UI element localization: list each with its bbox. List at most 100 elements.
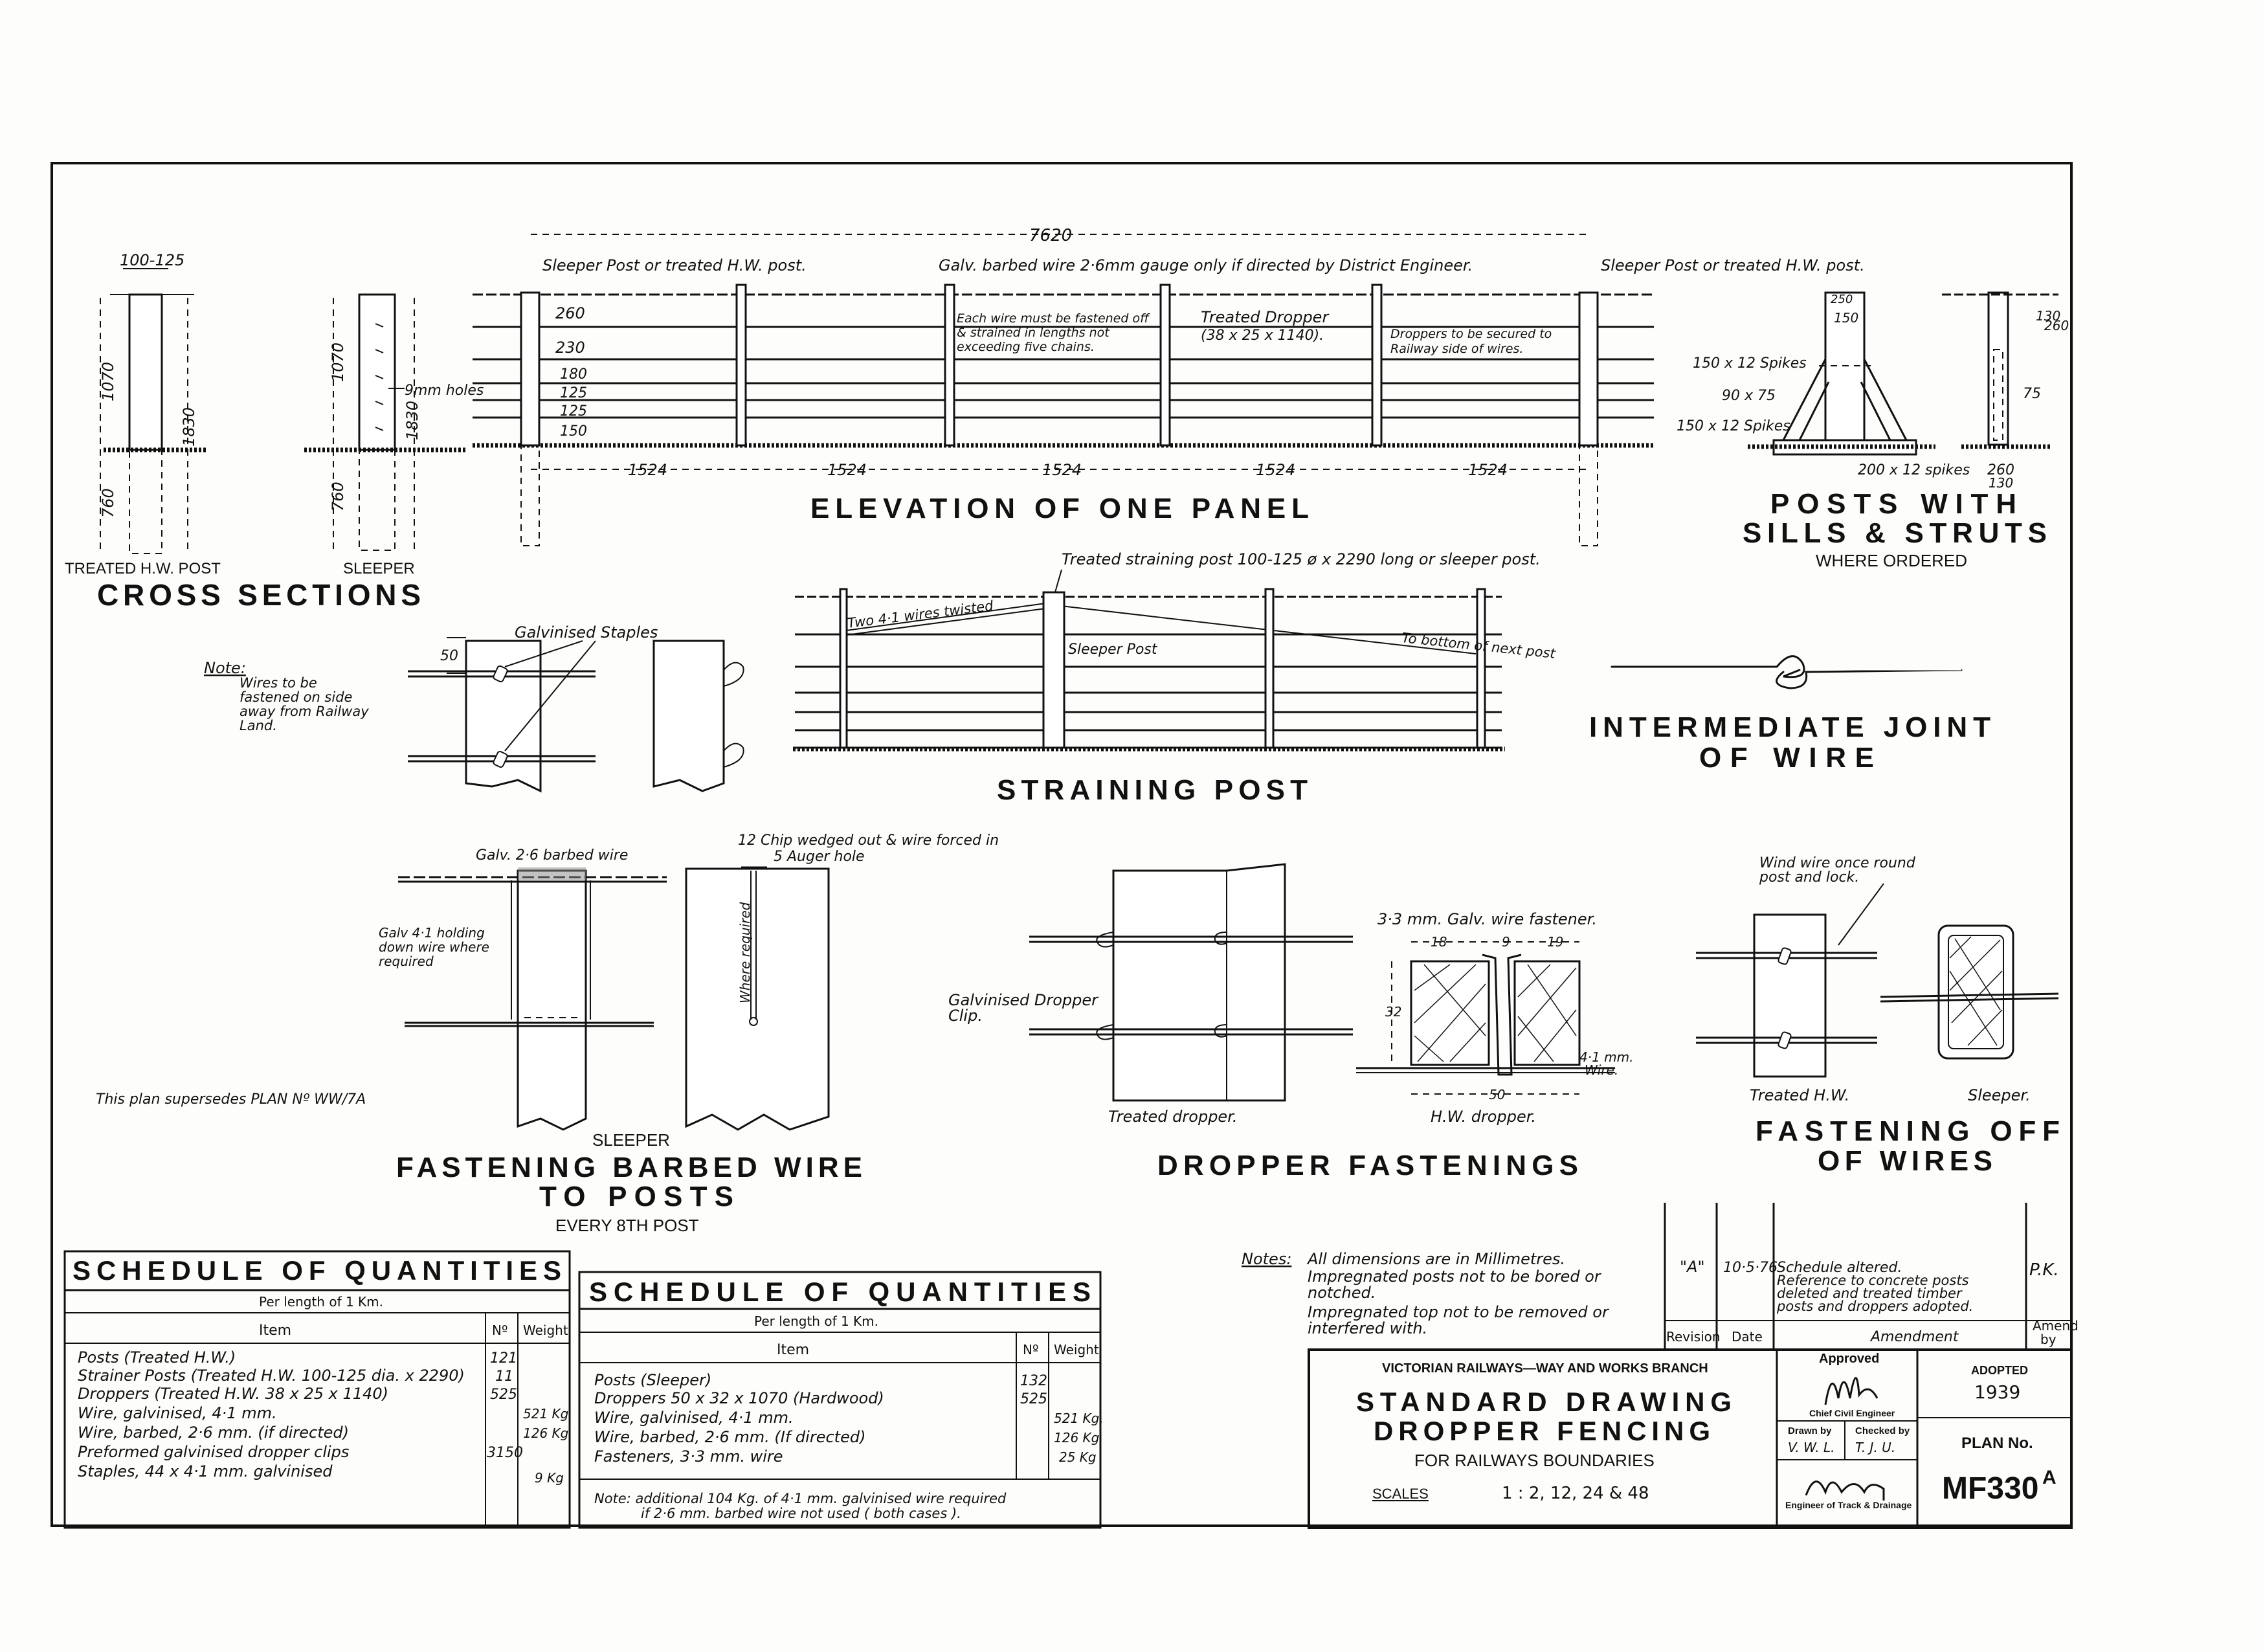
table-row: Fasteners, 3·3 mm. wire (594, 1447, 783, 1466)
schedule-a-h-weight: Weight (523, 1323, 568, 1338)
schedule-b-sub: Per length of 1 Km. (754, 1313, 878, 1329)
wire-spacing-4: 125 (560, 385, 587, 401)
left-post-note: Sleeper Post or treated H.W. post. (542, 256, 807, 274)
scales-value: 1 : 2, 12, 24 & 48 (1502, 1484, 1649, 1503)
cross-total-dim: 1830 (180, 407, 198, 447)
notes-line-5: interfered with. (1308, 1319, 1427, 1337)
title-block: VICTORIAN RAILWAYS—WAY AND WORKS BRANCH … (1308, 1348, 2073, 1529)
table-cell: 132 (1020, 1373, 1047, 1389)
overall-dim: 7620 (1029, 226, 1072, 245)
secure-note-2: Railway side of wires. (1390, 342, 1523, 356)
right-post-note: Sleeper Post or treated H.W. post. (1601, 256, 1865, 274)
table-cell: 9 Kg (535, 1470, 564, 1486)
barbed-title-1: FASTENING BARBED WIRE (396, 1152, 862, 1183)
clip-label-1: Galvinised Dropper (948, 991, 1099, 1009)
wire-spacing-1: 260 (555, 304, 585, 322)
straining-post: Treated straining post 100-125 ø x 2290 … (793, 550, 1557, 806)
staples-note-3: away from Railway (240, 704, 369, 719)
sheet-border (50, 162, 2073, 1527)
sleeper-above-dim: 1070 (329, 342, 347, 382)
schedule-a-rows: Posts (Treated H.W.) 121 Strainer Posts … (78, 1348, 568, 1486)
bay-dim-1: 1524 (628, 461, 667, 479)
wire-size-2: Wire. (1585, 1062, 1618, 1078)
chief-signature (1824, 1377, 1878, 1405)
bay-dim-3: 1524 (1042, 461, 1082, 479)
revision-block: "A" 10·5·76 Schedule altered. Reference … (1664, 1203, 2079, 1351)
schedule-a: SCHEDULE OF QUANTITIES Per length of 1 K… (63, 1250, 571, 1529)
sleeper-below-dim: 760 (329, 482, 347, 511)
brace-label: 90 x 75 (1722, 388, 1776, 404)
table-cell: 3150 (487, 1445, 523, 1461)
wind-note-1: Wind wire once round (1759, 855, 1916, 871)
cross-sections-title: CROSS SECTIONS (97, 578, 421, 612)
revision-h-date: Date (1732, 1329, 1763, 1345)
chip-note-2: 5 Auger hole (774, 849, 865, 865)
posts-with-sills: 250 150 150 x 12 Spikes 90 x 75 150 x 12… (1677, 291, 2069, 570)
chip-note-1: 12 Chip wedged out & wire forced in (738, 832, 999, 849)
barbed-subtitle: EVERY 8TH POST (555, 1216, 699, 1235)
notes-line-2: Impregnated posts not to be bored or (1308, 1267, 1602, 1286)
sill-dim-130b: 130 (1989, 475, 2013, 491)
intermediate-joint: INTERMEDIATE JOINT OF WIRE (1589, 655, 1990, 774)
dim-32: 32 (1385, 1004, 1401, 1020)
staples-detail: Note: Wires to be fastened on side away … (204, 623, 744, 793)
revision-date: 10·5·76 (1723, 1260, 1778, 1276)
adopted-label: ADOPTED (1971, 1364, 2028, 1377)
end-post-right (1578, 291, 1599, 447)
drawn-value: V. W. L. (1788, 1440, 1834, 1455)
barbed-wire-note: Galv. barbed wire 2·6mm gauge only if di… (939, 256, 1473, 274)
sleeper-label: SLEEPER (343, 560, 415, 577)
wire-size-1: 4·1 mm. (1579, 1049, 1634, 1065)
galv-barbed-label: Galv. 2·6 barbed wire (476, 847, 628, 864)
table-cell: 121 (490, 1350, 517, 1367)
sills-title-2: SILLS & STRUTS (1743, 517, 2047, 549)
spikes-top-label: 150 x 12 Spikes (1693, 355, 1807, 372)
table-row: Preformed galvinised dropper clips (78, 1443, 349, 1461)
checked-label: Checked by (1855, 1425, 1910, 1436)
fence-wires (473, 293, 1654, 419)
staples-note-heading: Note: (204, 659, 246, 677)
table-row: Droppers 50 x 32 x 1070 (Hardwood) (594, 1389, 884, 1407)
sills-subtitle: WHERE ORDERED (1816, 551, 1967, 570)
schedule-a-title: SCHEDULE OF QUANTITIES (72, 1255, 561, 1286)
cross-sections: 100-125 1070 1830 760 TREATED H.W. POST … (65, 251, 484, 612)
schedule-b-h-weight: Weight (1054, 1342, 1099, 1357)
holes-label: 9mm holes (405, 383, 484, 399)
table-row: Posts (Treated H.W.) (78, 1348, 236, 1367)
where-required: Where required (737, 902, 753, 1003)
cross-above-dim: 1070 (99, 362, 117, 401)
engineer-signature (1805, 1480, 1885, 1501)
clip-label-2: Clip. (948, 1007, 983, 1025)
fasten-off-title-2: OF WIRES (1818, 1145, 1992, 1177)
sills-title-1: POSTS WITH (1770, 488, 2016, 520)
table-row: Posts (Sleeper) (594, 1371, 711, 1389)
schedule-b-note-2: if 2·6 mm. barbed wire not used ( both c… (641, 1506, 961, 1521)
wire-note-2: & strained in lengths not (957, 326, 1110, 340)
schedule-b-h-no: Nº (1023, 1342, 1038, 1357)
wire-spacing-5: 125 (560, 403, 587, 419)
bay-dim-4: 1524 (1256, 461, 1295, 479)
title-line-2: DROPPER FENCING (1374, 1416, 1710, 1446)
base-spikes-label: 200 x 12 spikes (1858, 462, 1970, 478)
table-cell: 521 Kg. (1054, 1411, 1104, 1426)
holding-note-1: Galv 4·1 holding (379, 925, 485, 941)
bay-dim-5: 1524 (1468, 461, 1508, 479)
chief-label: Chief Civil Engineer (1809, 1408, 1895, 1418)
schedule-b-rows: Posts (Sleeper) 132 Droppers 50 x 32 x 1… (594, 1371, 1104, 1466)
dropper-1 (735, 284, 747, 447)
notes-line-3: notched. (1308, 1284, 1376, 1302)
sleeper-caption: SLEEPER (592, 1130, 670, 1150)
barbed-title-2: TO POSTS (539, 1181, 733, 1212)
treated-dropper-label: Treated dropper. (1108, 1108, 1238, 1126)
table-cell: 126 Kg (1054, 1430, 1099, 1446)
engineer-label: Engineer of Track & Drainage (1785, 1500, 1912, 1510)
holding-note-2: down wire where (379, 939, 489, 955)
scales-label: SCALES (1372, 1486, 1429, 1502)
treated-post-section: 100-125 1070 1830 760 TREATED H.W. POST (65, 251, 221, 577)
dropper-2 (944, 284, 955, 447)
branch-label: VICTORIAN RAILWAYS—WAY AND WORKS BRANCH (1382, 1361, 1708, 1376)
staples-note-1: Wires to be (240, 675, 317, 691)
wire-spacing-6: 150 (560, 423, 587, 440)
table-row: Staples, 44 x 4·1 mm. galvinised (78, 1462, 333, 1480)
